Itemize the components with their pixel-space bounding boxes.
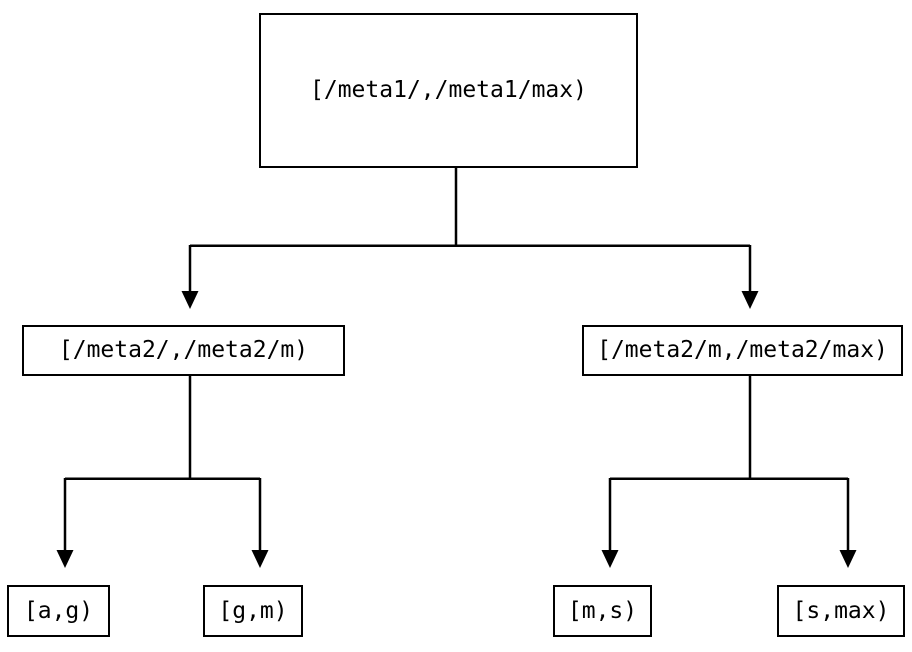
arrowhead-icon [839, 550, 857, 568]
node-leaf-ag: [a,g) [7, 585, 110, 637]
node-leaf-ms: [m,s) [553, 585, 652, 637]
node-root-label: [/meta1/,/meta1/max) [310, 77, 587, 103]
node-meta2-low-label: [/meta2/,/meta2/m) [58, 337, 309, 363]
node-leaf-gm-label: [g,m) [218, 597, 288, 624]
arrowhead-icon [741, 291, 759, 309]
node-root: [/meta1/,/meta1/max) [259, 13, 638, 168]
node-leaf-ag-label: [a,g) [23, 597, 94, 624]
arrowhead-icon [56, 550, 74, 568]
node-meta2-high-label: [/meta2/m,/meta2/max) [597, 337, 888, 363]
node-leaf-smax: [s,max) [777, 585, 905, 637]
arrowhead-icon [181, 291, 199, 309]
node-meta2-low: [/meta2/,/meta2/m) [22, 325, 345, 376]
node-leaf-smax-label: [s,max) [792, 597, 890, 624]
node-leaf-gm: [g,m) [203, 585, 303, 637]
node-meta2-high: [/meta2/m,/meta2/max) [582, 325, 903, 376]
node-leaf-ms-label: [m,s) [567, 597, 638, 624]
arrowhead-icon [251, 550, 269, 568]
arrowhead-icon [601, 550, 619, 568]
